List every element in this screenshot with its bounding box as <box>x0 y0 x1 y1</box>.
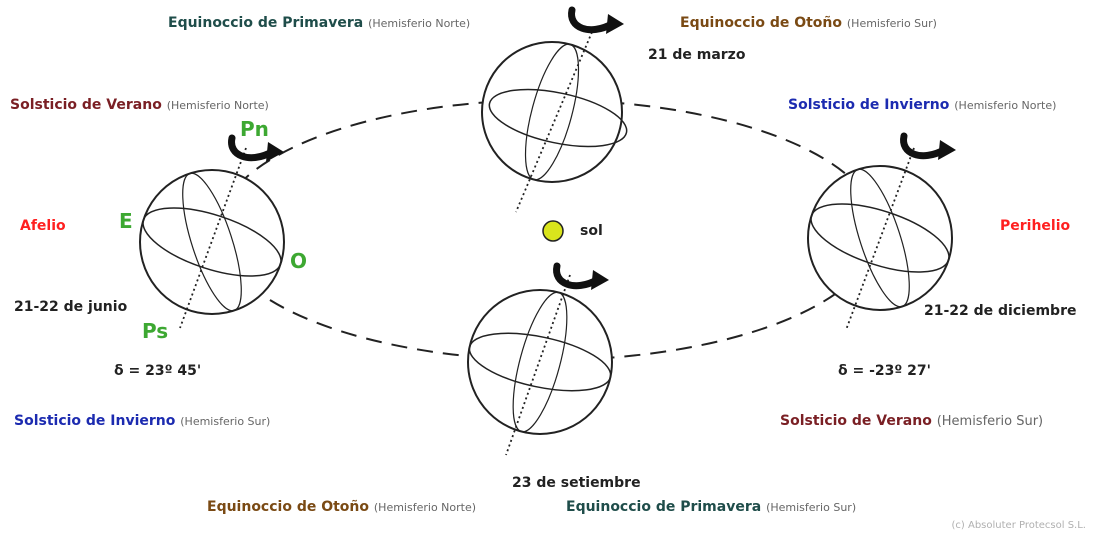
label-winter-solstice-south: Solsticio de Invierno (Hemisferio Sur) <box>14 412 270 431</box>
date-december: 21-22 de diciembre <box>924 303 1077 319</box>
sun-icon <box>542 220 564 242</box>
label-note: (Hemisferio Sur) <box>180 415 271 428</box>
label-autumn-equinox-south: Equinoccio de Otoño (Hemisferio Sur) <box>680 14 937 33</box>
label-note: (Hemisferio Norte) <box>368 17 471 30</box>
label-north-pole: Pn <box>240 117 269 141</box>
label-title: Equinoccio de Primavera <box>566 499 762 515</box>
label-perihelion: Perihelio <box>1000 218 1071 234</box>
label-title: Solsticio de Verano <box>10 97 162 113</box>
label-title: Solsticio de Verano <box>780 413 932 429</box>
label-winter-solstice-north: Solsticio de Invierno (Hemisferio Norte) <box>788 96 1056 115</box>
label-title: Equinoccio de Otoño <box>680 15 843 31</box>
globe-june <box>139 147 285 329</box>
label-note: (Hemisferio Norte) <box>166 99 269 112</box>
date-march: 21 de marzo <box>648 47 746 63</box>
label-spring-equinox-north: Equinoccio de Primavera (Hemisferio Nort… <box>168 14 470 33</box>
globe-september <box>467 274 613 456</box>
globe-march <box>481 31 628 213</box>
label-south-pole: Ps <box>142 319 169 343</box>
globe-december <box>807 147 953 331</box>
label-autumn-equinox-north: Equinoccio de Otoño (Hemisferio Norte) <box>207 498 476 517</box>
label-sun: sol <box>580 223 603 239</box>
label-west: O <box>290 249 308 273</box>
date-september: 23 de setiembre <box>512 475 641 491</box>
label-note: (Hemisferio Norte) <box>373 501 477 514</box>
label-spring-equinox-south: Equinoccio de Primavera (Hemisferio Sur) <box>566 498 856 517</box>
declination-june: δ = 23º 45' <box>114 363 202 379</box>
label-aphelion: Afelio <box>20 218 66 234</box>
label-summer-solstice-south: Solsticio de Verano (Hemisferio Sur) <box>780 412 1043 431</box>
copyright-text: (c) Absoluter Protecsol S.L. <box>951 520 1086 531</box>
label-title: Equinoccio de Primavera <box>168 15 364 31</box>
label-note: (Hemisferio Sur) <box>846 17 937 30</box>
label-east: E <box>119 209 133 233</box>
label-title: Equinoccio de Otoño <box>207 499 370 515</box>
label-title: Solsticio de Invierno <box>788 97 950 113</box>
label-note: (Hemisferio Norte) <box>954 99 1057 112</box>
label-note: (Hemisferio Sur) <box>936 414 1044 429</box>
date-june: 21-22 de junio <box>14 299 128 315</box>
rotation-arrow-icon <box>568 6 624 34</box>
rotation-arrow-icon <box>228 134 284 162</box>
declination-december: δ = -23º 27' <box>838 363 931 379</box>
label-summer-solstice-north: Solsticio de Verano (Hemisferio Norte) <box>10 96 269 115</box>
rotation-arrow-icon <box>553 262 609 290</box>
rotation-arrow-icon <box>900 132 956 160</box>
label-note: (Hemisferio Sur) <box>766 501 857 514</box>
label-title: Solsticio de Invierno <box>14 413 176 429</box>
